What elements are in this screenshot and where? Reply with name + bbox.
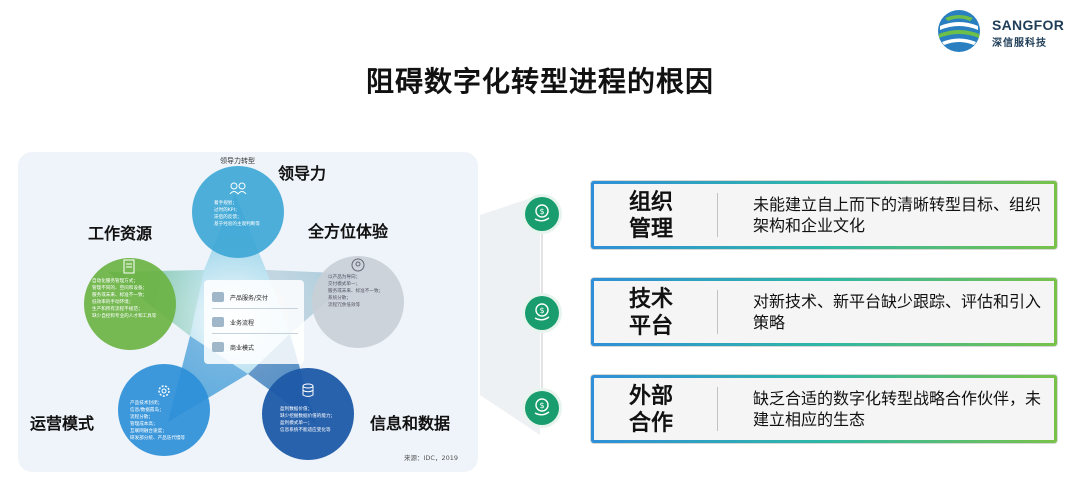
center-item: 业务流程 — [212, 313, 298, 334]
label-experience: 全方位体验 — [308, 222, 389, 241]
database-icon — [302, 383, 314, 397]
center-item: 产品服务/交付 — [212, 288, 298, 309]
circle-operating-model — [118, 364, 210, 456]
svg-text:$: $ — [539, 306, 544, 315]
card-description: 缺乏合适的数字化转型战略合作伙伴，未建立相应的生态 — [753, 389, 1042, 429]
card-divider — [717, 193, 718, 237]
card-divider — [717, 290, 718, 334]
cause-card-organization: 组织 管理 未能建立自上而下的清晰转型目标、组织架构和企业文化 — [590, 180, 1058, 250]
circle-text-operating-model: 产品技术封闭； 信息/数据孤岛； 流程分散； 管理成本高； 互联网融合速度； 研… — [130, 401, 186, 441]
circle-work-resources — [84, 258, 176, 350]
timeline-dot: $ — [525, 391, 559, 425]
clipboard-icon — [123, 259, 135, 274]
center-item: 商业模式 — [212, 338, 298, 356]
svg-text:$: $ — [539, 401, 544, 410]
center-box: 产品服务/交付 业务流程 商业模式 — [204, 280, 304, 364]
diagram-panel: 领导力 全方位体验 工作资源 运营模式 信息和数据 领导力转型 着手规划； 过时… — [18, 152, 478, 472]
gear-icon — [158, 385, 170, 397]
cause-card-partnership: 外部 合作 缺乏合适的数字化转型战略合作伙伴，未建立相应的生态 — [590, 374, 1058, 444]
process-icon — [212, 317, 224, 327]
card-heading: 组织 管理 — [629, 190, 674, 242]
timeline-dot: $ — [525, 296, 559, 330]
circle-leadership — [192, 166, 284, 258]
delivery-icon — [212, 292, 224, 302]
label-work-resources: 工作资源 — [88, 224, 153, 243]
dollar-hand-icon: $ — [534, 303, 550, 321]
timeline-dot: $ — [525, 197, 559, 231]
label-operating-model: 运营模式 — [30, 414, 95, 433]
card-heading: 外部 合作 — [629, 384, 674, 436]
dollar-hand-icon: $ — [534, 398, 550, 416]
circle-information-data — [262, 368, 354, 460]
logo-brand-cn: 深信服科技 — [992, 38, 1047, 49]
page-title: 阻碍数字化转型进程的根因 — [365, 65, 714, 98]
label-leadership: 领导力 — [278, 164, 327, 183]
people-icon — [229, 182, 247, 195]
card-description: 对新技术、新平台缺少跟踪、评估和引入策略 — [753, 292, 1042, 332]
leadership-transformation-title: 领导力转型 — [220, 157, 255, 165]
cause-card-technology: 技术 平台 对新技术、新平台缺少跟踪、评估和引入策略 — [590, 277, 1058, 347]
card-heading: 技术 平台 — [629, 287, 674, 339]
circle-experience — [312, 256, 404, 348]
circle-text-work-resources: 自动化服务管理方式； 管理不同的、空间和设备； 服务或未来、标准不一致； 低效率… — [92, 279, 157, 319]
user-target-icon — [351, 258, 365, 272]
sangfor-logo: SANGFOR 深信服科技 — [936, 8, 1076, 54]
source-note: 来源：IDC，2019 — [403, 454, 458, 462]
connector-shadow — [480, 195, 540, 435]
label-information-data: 信息和数据 — [370, 414, 451, 433]
sangfor-logo-icon — [938, 10, 980, 52]
card-description: 未能建立自上而下的清晰转型目标、组织架构和企业文化 — [753, 195, 1042, 235]
circle-text-information-data: 盈利数据价值； 缺少挖掘数据价值的能力； 盈利模式单一； 信息系统不能适应变化等 — [280, 407, 336, 433]
circle-text-experience: 以产品为导向； 交付模式单一； 服务或未来、标准不一致； 系统分散； 流程冗余低… — [328, 275, 384, 308]
dollar-hand-icon: $ — [534, 204, 550, 222]
business-model-icon — [212, 342, 224, 352]
card-divider — [717, 387, 718, 431]
logo-brand: SANGFOR — [992, 17, 1065, 33]
svg-text:$: $ — [539, 207, 544, 216]
circle-text-leadership: 着手规划； 过时的KPI； 滞后的反馈； 基于经验的主观判断等 — [214, 201, 260, 227]
